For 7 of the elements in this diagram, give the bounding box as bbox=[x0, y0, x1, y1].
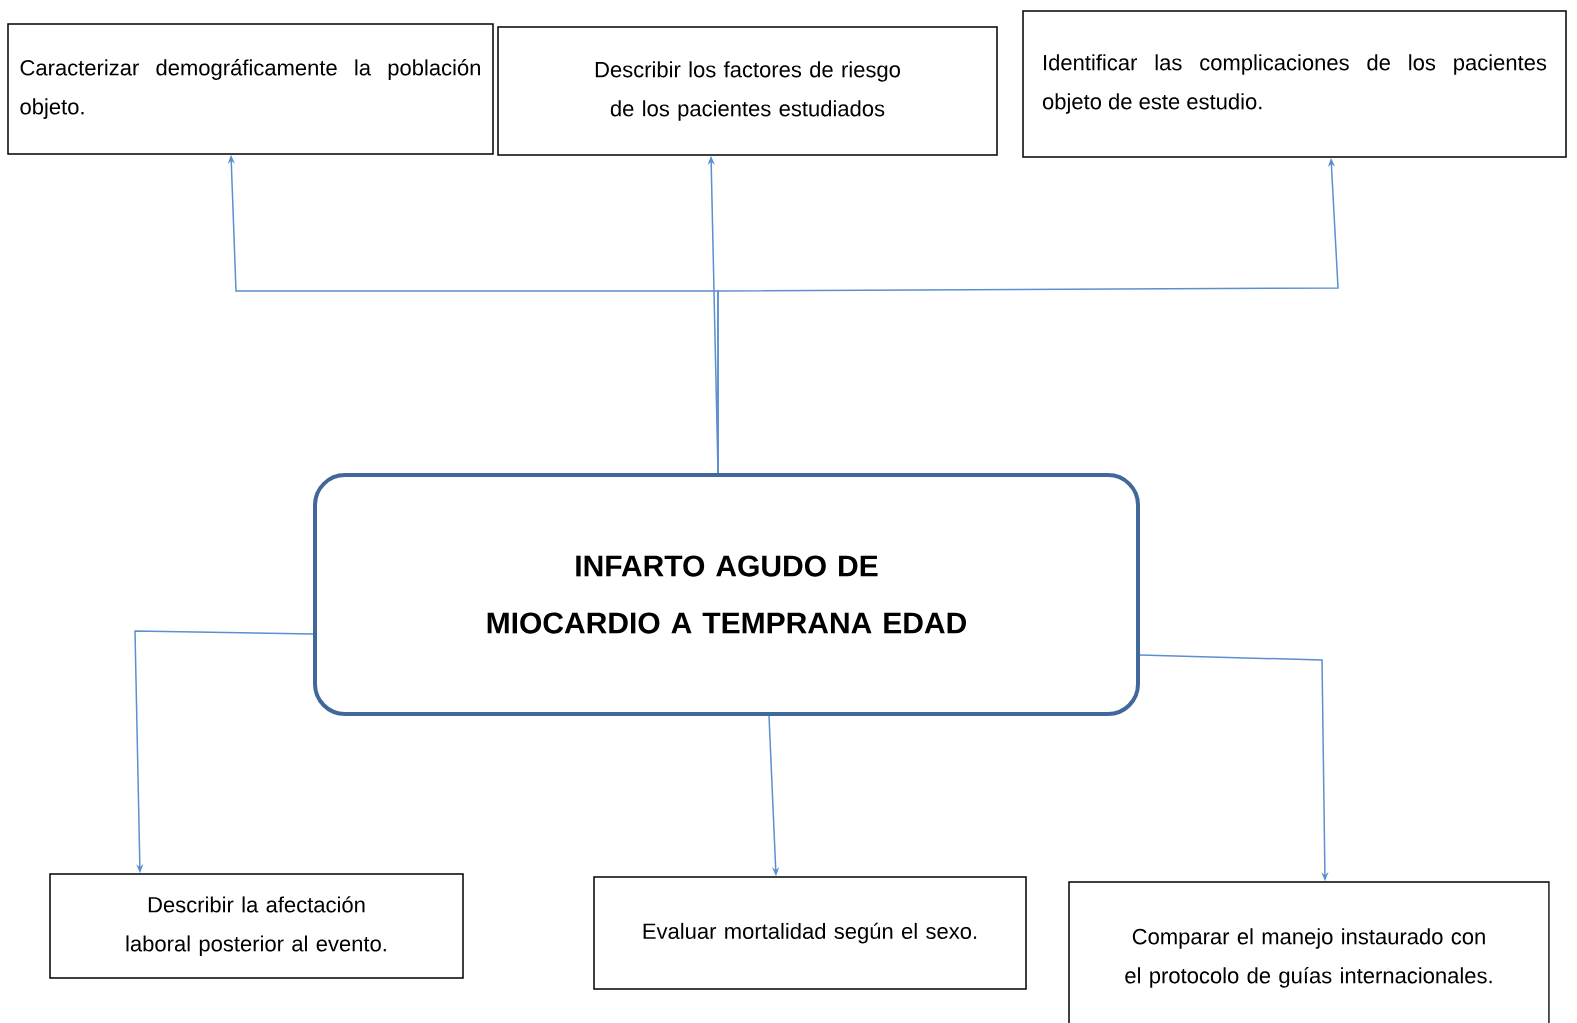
objective-box: Caracterizar demográficamente la población objeto. bbox=[7, 23, 494, 155]
topic-box: INFARTO AGUDO DE MIOCARDIO A TEMPRANA EDAD bbox=[313, 473, 1140, 716]
objective-box: Describir los factores de riesgo de los pacientes estudiados bbox=[497, 26, 998, 156]
objective-box: Comparar el manejo instaurado con el protocolo de guías internacionales. bbox=[1068, 881, 1550, 1023]
objective-box: Identificar las complicaciones de los pacientes objeto de este estudio. bbox=[1022, 10, 1567, 158]
objective-box: Describir la afectación laboral posterior al evento. bbox=[49, 873, 464, 979]
objective-box: Evaluar mortalidad según el sexo. bbox=[593, 876, 1027, 990]
